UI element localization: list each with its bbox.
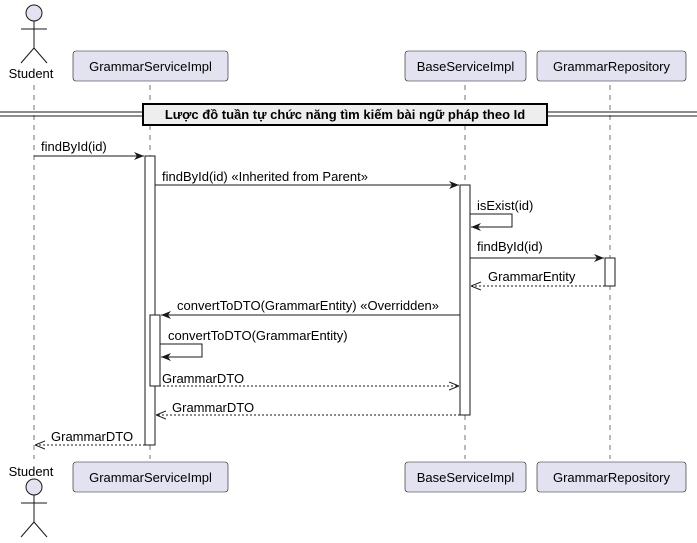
return-label-grammar-dto-3: GrammarDTO: [51, 429, 133, 444]
activation-grammar-service-outer: [144, 155, 156, 446]
diagram-title: Lược đồ tuần tự chức năng tìm kiếm bài n…: [165, 107, 525, 122]
base-service-label-bottom: BaseServiceImpl: [417, 470, 515, 485]
participant-base-service-top: BaseServiceImpl: [404, 50, 527, 82]
student-label-bottom: Student: [9, 464, 54, 479]
student-actor-icon: [20, 4, 48, 64]
participant-grammar-service-top: GrammarServiceImpl: [72, 50, 229, 82]
message-label-convert-self: convertToDTO(GrammarEntity): [168, 328, 348, 343]
participant-grammar-repository-bottom: GrammarRepository: [536, 461, 687, 493]
activation-grammar-repository: [604, 257, 616, 287]
grammar-repository-label-top: GrammarRepository: [553, 59, 671, 74]
grammar-repository-label-bottom: GrammarRepository: [553, 470, 671, 485]
message-label-convert-overridden: convertToDTO(GrammarEntity) «Overridden»: [177, 298, 439, 313]
message-label-is-exist: isExist(id): [477, 198, 533, 213]
message-arrow-convert-self: [160, 343, 203, 361]
base-service-label-top: BaseServiceImpl: [417, 59, 515, 74]
message-label-find-by-id-1: findById(id): [41, 139, 107, 154]
message-label-find-by-id-repo: findById(id): [477, 239, 543, 254]
participant-base-service-bottom: BaseServiceImpl: [404, 461, 527, 493]
divider: Lược đồ tuần tự chức năng tìm kiếm bài n…: [0, 103, 697, 126]
message-arrow-is-exist: [470, 213, 513, 231]
return-label-grammar-dto-1: GrammarDTO: [162, 371, 244, 386]
participant-grammar-service-bottom: GrammarServiceImpl: [72, 461, 229, 493]
activation-grammar-service-inner: [149, 314, 161, 387]
activation-base-service: [459, 184, 471, 416]
return-label-grammar-entity: GrammarEntity: [488, 269, 576, 284]
grammar-service-label-bottom: GrammarServiceImpl: [89, 470, 212, 485]
message-label-find-by-id-inherited: findById(id) «Inherited from Parent»: [162, 169, 368, 184]
participant-grammar-repository-top: GrammarRepository: [536, 50, 687, 82]
return-label-grammar-dto-2: GrammarDTO: [172, 400, 254, 415]
student-label-top: Student: [9, 66, 54, 81]
student-actor-icon-bottom: [20, 478, 48, 538]
grammar-service-label-top: GrammarServiceImpl: [89, 59, 212, 74]
